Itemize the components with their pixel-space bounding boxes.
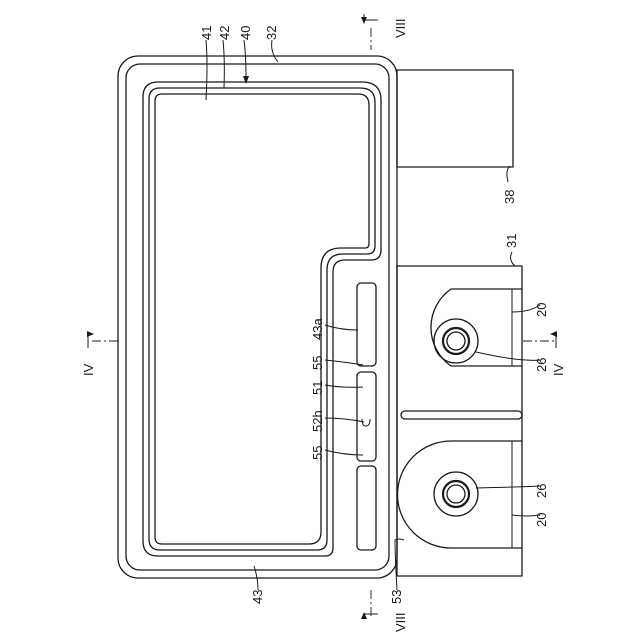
leader-lines [206,40,541,590]
lid-42-rim [149,88,375,550]
section-label-iv-right: IV [551,363,566,376]
label-26-bottom: 26 [534,484,549,498]
housing-38 [397,70,513,167]
stud-26-top-outer [434,319,478,363]
terminal-20-top [431,289,522,366]
stud-26-bottom-inner [447,485,465,503]
strip-43a [357,283,376,366]
strip-53 [357,466,376,550]
lid-40-outer [143,82,381,556]
terminal-20-bottom [398,441,523,548]
separator-slot [401,411,522,419]
label-55-bottom: 55 [310,446,325,460]
label-20-top: 20 [534,303,549,317]
housing-31 [397,266,522,576]
hole-52h [362,419,370,426]
label-43: 43 [250,590,265,604]
label-32: 32 [264,26,279,40]
section-label-viii-bottom: VIII [393,612,408,632]
case-32-inner [126,64,389,570]
label-38: 38 [502,190,517,204]
section-label-viii-top: VIII [393,18,408,38]
label-53: 53 [389,590,404,604]
stud-26-bottom-outer [434,472,478,516]
reference-numerals: 41 42 40 32 38 31 20 26 26 20 43a 55 51 … [199,26,549,604]
label-26-top: 26 [534,358,549,372]
stud-26-top-inner [447,332,465,350]
case-32-outer [118,56,397,578]
label-55-top: 55 [310,356,325,370]
strip-51 [357,372,376,461]
label-41: 41 [199,26,214,40]
label-42: 42 [217,26,232,40]
label-20-bottom: 20 [534,513,549,527]
label-31: 31 [504,234,519,248]
section-label-iv-left: IV [81,363,96,376]
lid-41-panel [155,94,369,544]
label-51: 51 [310,381,325,395]
label-52h: 52h [310,410,325,432]
label-40: 40 [238,26,253,40]
label-43a: 43a [310,318,325,340]
